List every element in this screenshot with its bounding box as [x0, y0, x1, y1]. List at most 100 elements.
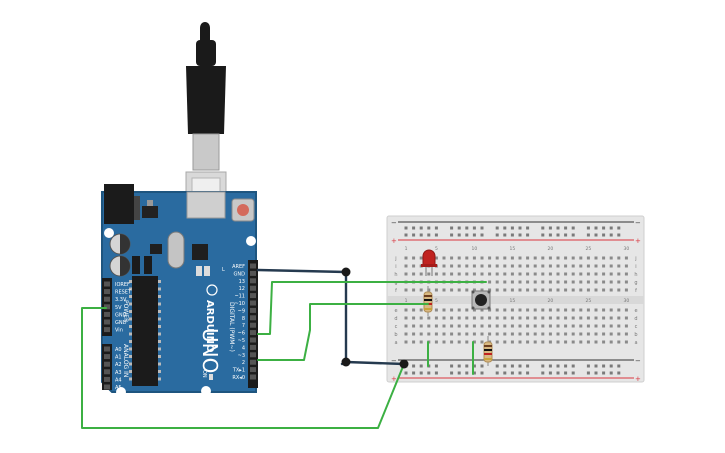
- breadboard-hole[interactable]: [579, 256, 583, 260]
- breadboard-hole[interactable]: [579, 272, 583, 276]
- rail-hole[interactable]: [548, 364, 552, 368]
- rail-hole[interactable]: [556, 371, 560, 375]
- breadboard-hole[interactable]: [594, 272, 598, 276]
- rail-hole[interactable]: [526, 226, 530, 230]
- rail-hole[interactable]: [404, 371, 408, 375]
- resistor-pulldown[interactable]: [483, 336, 493, 366]
- breadboard-hole[interactable]: [404, 332, 408, 336]
- breadboard-hole[interactable]: [412, 332, 416, 336]
- breadboard-hole[interactable]: [579, 316, 583, 320]
- rail-hole[interactable]: [480, 364, 484, 368]
- analog-pin-socket[interactable]: [104, 369, 110, 375]
- rail-hole[interactable]: [526, 233, 530, 237]
- breadboard-hole[interactable]: [586, 308, 590, 312]
- rail-hole[interactable]: [510, 364, 514, 368]
- rail-hole[interactable]: [594, 364, 598, 368]
- breadboard-hole[interactable]: [526, 340, 530, 344]
- breadboard-hole[interactable]: [503, 340, 507, 344]
- breadboard-hole[interactable]: [442, 316, 446, 320]
- breadboard-hole[interactable]: [450, 288, 454, 292]
- breadboard-hole[interactable]: [541, 324, 545, 328]
- rail-hole[interactable]: [434, 233, 438, 237]
- rail-hole[interactable]: [450, 364, 454, 368]
- breadboard-hole[interactable]: [571, 280, 575, 284]
- breadboard-hole[interactable]: [442, 264, 446, 268]
- analog-pin-socket[interactable]: [104, 376, 110, 382]
- breadboard-hole[interactable]: [480, 316, 484, 320]
- breadboard-hole[interactable]: [503, 280, 507, 284]
- breadboard-hole[interactable]: [419, 316, 423, 320]
- breadboard-hole[interactable]: [586, 280, 590, 284]
- breadboard-hole[interactable]: [556, 316, 560, 320]
- digital-pin-socket[interactable]: [250, 300, 256, 306]
- breadboard-hole[interactable]: [510, 316, 514, 320]
- rail-hole[interactable]: [518, 233, 522, 237]
- breadboard-hole[interactable]: [624, 264, 628, 268]
- breadboard-hole[interactable]: [548, 316, 552, 320]
- breadboard-hole[interactable]: [518, 256, 522, 260]
- breadboard-hole[interactable]: [427, 288, 431, 292]
- rail-hole[interactable]: [434, 364, 438, 368]
- breadboard-hole[interactable]: [556, 264, 560, 268]
- breadboard-hole[interactable]: [541, 256, 545, 260]
- breadboard-hole[interactable]: [594, 308, 598, 312]
- breadboard-hole[interactable]: [419, 288, 423, 292]
- rail-hole[interactable]: [602, 226, 606, 230]
- push-button[interactable]: [471, 290, 491, 310]
- rail-hole[interactable]: [586, 364, 590, 368]
- wire-pin7-button[interactable]: [257, 281, 487, 335]
- digital-pin-socket[interactable]: [250, 359, 256, 365]
- breadboard-hole[interactable]: [617, 308, 621, 312]
- breadboard-hole[interactable]: [564, 316, 568, 320]
- rail-hole[interactable]: [450, 371, 454, 375]
- breadboard-hole[interactable]: [457, 332, 461, 336]
- breadboard-hole[interactable]: [472, 272, 476, 276]
- breadboard-hole[interactable]: [518, 316, 522, 320]
- breadboard-hole[interactable]: [472, 340, 476, 344]
- breadboard-hole[interactable]: [594, 264, 598, 268]
- breadboard-hole[interactable]: [450, 272, 454, 276]
- breadboard-hole[interactable]: [579, 288, 583, 292]
- breadboard-hole[interactable]: [427, 324, 431, 328]
- rail-hole[interactable]: [617, 364, 621, 368]
- breadboard-hole[interactable]: [548, 264, 552, 268]
- breadboard-hole[interactable]: [579, 264, 583, 268]
- breadboard-hole[interactable]: [457, 316, 461, 320]
- rail-hole[interactable]: [510, 226, 514, 230]
- breadboard-hole[interactable]: [617, 332, 621, 336]
- breadboard-hole[interactable]: [434, 340, 438, 344]
- wire-ground[interactable]: [256, 268, 406, 366]
- breadboard-hole[interactable]: [465, 288, 469, 292]
- breadboard-hole[interactable]: [434, 308, 438, 312]
- breadboard-hole[interactable]: [488, 308, 492, 312]
- breadboard-hole[interactable]: [442, 308, 446, 312]
- breadboard-hole[interactable]: [541, 288, 545, 292]
- rail-hole[interactable]: [419, 226, 423, 230]
- breadboard-hole[interactable]: [624, 280, 628, 284]
- breadboard-hole[interactable]: [602, 280, 606, 284]
- breadboard-hole[interactable]: [488, 264, 492, 268]
- breadboard-hole[interactable]: [533, 316, 537, 320]
- breadboard-hole[interactable]: [533, 332, 537, 336]
- breadboard-hole[interactable]: [617, 340, 621, 344]
- breadboard-hole[interactable]: [495, 308, 499, 312]
- breadboard-hole[interactable]: [609, 264, 613, 268]
- breadboard-hole[interactable]: [488, 332, 492, 336]
- rail-hole[interactable]: [412, 364, 416, 368]
- breadboard-hole[interactable]: [434, 256, 438, 260]
- rail-hole[interactable]: [465, 371, 469, 375]
- breadboard-hole[interactable]: [609, 272, 613, 276]
- breadboard-hole[interactable]: [450, 256, 454, 260]
- breadboard-hole[interactable]: [526, 308, 530, 312]
- rail-hole[interactable]: [609, 364, 613, 368]
- breadboard-hole[interactable]: [624, 316, 628, 320]
- rail-hole[interactable]: [472, 226, 476, 230]
- breadboard-hole[interactable]: [419, 308, 423, 312]
- wire-pin2-led[interactable]: [257, 303, 429, 361]
- breadboard-hole[interactable]: [533, 340, 537, 344]
- breadboard-hole[interactable]: [457, 324, 461, 328]
- breadboard-hole[interactable]: [465, 324, 469, 328]
- breadboard-hole[interactable]: [564, 256, 568, 260]
- breadboard-hole[interactable]: [503, 316, 507, 320]
- red-led[interactable]: [421, 249, 437, 276]
